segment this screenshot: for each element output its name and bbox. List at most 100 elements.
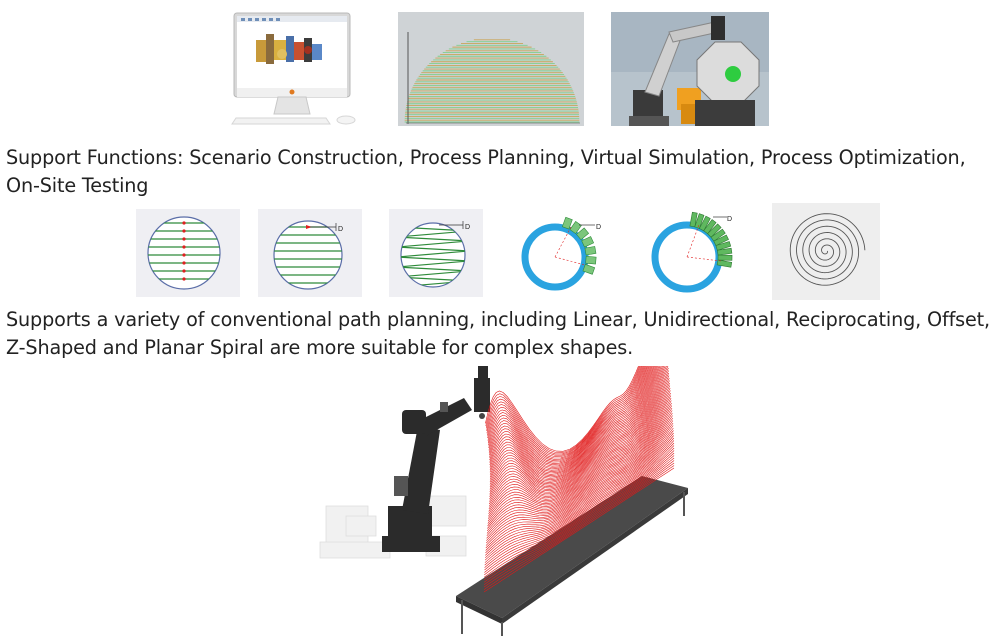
wireframe-layer: [489, 366, 657, 477]
offset-ring-path-diagram: D: [509, 207, 615, 299]
wireframe-layer: [489, 366, 652, 470]
robot-wireframe-printing-image: [316, 366, 692, 636]
wireframe-layer: [484, 432, 674, 559]
wireframe-layer: [488, 366, 650, 468]
wireframe-layer: [489, 375, 670, 502]
support-functions-caption: Support Functions: Scenario Construction…: [6, 144, 966, 200]
distance-label: D: [465, 224, 470, 231]
wireframe-layer: [487, 366, 646, 462]
wireframe-layer: [484, 442, 675, 568]
ring-path-segment: [694, 213, 705, 229]
wireframe-layer: [485, 430, 674, 556]
wireframe-layer: [486, 412, 673, 539]
wireframe-layer: [486, 410, 673, 537]
wireframe-layer: [488, 380, 670, 507]
wireframe-layer: [483, 457, 675, 583]
wireframe-layer: [483, 467, 675, 593]
linear-path-diagram: [136, 209, 240, 297]
spiral-curve: [789, 213, 866, 286]
wireframe-layer: [483, 465, 675, 590]
ring-path-segment: [569, 220, 582, 235]
wireframe-layer: [489, 366, 665, 486]
support-functions-line-1: Support Functions: Scenario Construction…: [6, 146, 966, 169]
ring-path-segment: [716, 259, 733, 268]
wireframe-layer: [485, 425, 674, 551]
robot-welding-cell-image: [611, 12, 769, 126]
wireframe-layer: [488, 390, 671, 517]
wireframe-layer: [486, 405, 673, 532]
distance-label: D: [338, 226, 343, 233]
wireframe-layer: [489, 366, 669, 493]
wireframe-layer: [488, 366, 648, 464]
path-planning-line-2: Z-Shaped and Planar Spiral are more suit…: [6, 336, 634, 359]
wireframe-layer: [485, 366, 641, 455]
wireframe-layer: [489, 366, 656, 475]
wireframe-layer: [483, 460, 675, 585]
wireframe-layer: [486, 366, 643, 457]
wireframe-layer: [488, 382, 670, 510]
ring-path-segment: [585, 255, 597, 265]
ring-path-segment: [717, 247, 733, 256]
wireframe-layer: [487, 366, 647, 463]
wireframe-layer: [485, 422, 674, 549]
wireframe-layer: [489, 366, 659, 479]
wireframe-layer: [487, 366, 644, 459]
wireframe-layer: [488, 385, 671, 512]
ring-path-segment: [710, 228, 726, 242]
ring-path-segment: [576, 227, 590, 241]
path-planning-line-1: Supports a variety of conventional path …: [6, 308, 991, 331]
ring-path-segment: [581, 236, 595, 248]
unidirectional-path-diagram: D: [258, 209, 362, 297]
wireframe-layer: [484, 440, 675, 566]
wireframe-layer: [487, 397, 672, 524]
reciprocating-path-diagram: D: [389, 209, 483, 297]
wireframe-layer: [485, 366, 640, 453]
wireframe-layer: [486, 407, 673, 534]
wireframe-layer: [486, 366, 642, 456]
ring-path-segment: [561, 216, 573, 230]
ring-path-segment: [698, 215, 711, 232]
wireframe-layer: [489, 372, 670, 500]
wireframe-layer: [489, 366, 661, 482]
wireframe-layer: [484, 455, 675, 581]
z-shaped-ring-path-diagram: D: [643, 203, 747, 301]
ring-path-segment: [582, 263, 596, 275]
wireframe-layer: [488, 377, 670, 505]
wireframe-layer: [487, 402, 672, 529]
wireframe-layer: [484, 437, 675, 563]
wireframe-layer: [487, 392, 671, 519]
wireframe-layer: [489, 366, 666, 488]
support-functions-line-2: On-Site Testing: [6, 174, 149, 197]
ring-path-segment: [689, 211, 698, 228]
wireframe-layer: [488, 366, 650, 467]
wireframe-layer: [489, 366, 663, 485]
wireframe-layer: [487, 395, 672, 522]
wireframe-layer: [489, 366, 655, 474]
wireframe-layer: [489, 366, 658, 478]
ring-path-segment: [707, 223, 722, 238]
wireframe-layer: [485, 420, 674, 546]
wireframe-layer: [483, 462, 675, 588]
layered-dome-path-image: [398, 12, 584, 126]
wireframe-layer: [484, 450, 675, 576]
wireframe-layer: [484, 445, 675, 571]
path-planning-caption: Supports a variety of conventional path …: [6, 306, 990, 362]
wireframe-layer: [489, 366, 653, 472]
wireframe-layer: [488, 387, 671, 514]
wireframe-layer: [484, 447, 675, 573]
wireframe-layer: [486, 415, 673, 541]
ring-path-segment: [703, 219, 717, 235]
wireframe-layer: [489, 370, 669, 497]
ring-path-segment: [713, 234, 729, 247]
wireframe-layer: [485, 427, 674, 554]
wireframe-layer: [487, 366, 645, 460]
distance-label: D: [596, 224, 601, 231]
wireframe-layer: [489, 366, 662, 483]
wireframe-layer: [484, 435, 674, 561]
planar-spiral-path-diagram: [772, 203, 880, 300]
wireframe-layer: [485, 366, 639, 452]
monitor-software-image: [196, 10, 376, 126]
wireframe-layer: [489, 366, 667, 490]
ring-path-segment: [715, 241, 732, 251]
ring-path-segment: [584, 246, 597, 256]
